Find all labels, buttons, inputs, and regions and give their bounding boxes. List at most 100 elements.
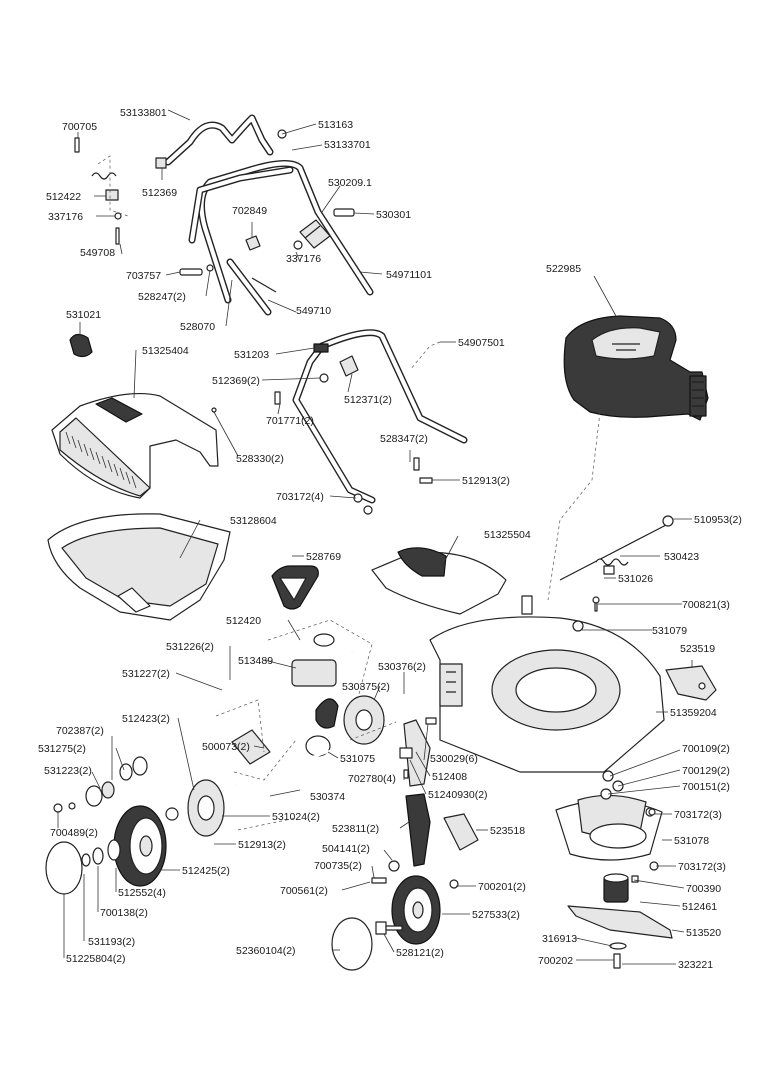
part-label: 703172(3) [678, 861, 726, 873]
part-label: 531275(2) [38, 743, 86, 755]
part-label: 504141(2) [322, 843, 370, 855]
part-label: 700138(2) [100, 907, 148, 919]
part-label: 700489(2) [50, 827, 98, 839]
part-label: 500073(2) [202, 741, 250, 753]
gearbox-axle [221, 633, 353, 786]
part-label: 523518 [490, 825, 525, 837]
part-label: 51359204 [670, 707, 717, 719]
top-hardware [74, 129, 355, 293]
part-label: 54907501 [458, 337, 505, 349]
lower-handle [274, 329, 468, 515]
part-label: 316913 [542, 933, 577, 945]
assembly-guides [97, 155, 601, 831]
part-label: 703172(3) [674, 809, 722, 821]
part-label: 53128604 [230, 515, 277, 527]
part-label: 512552(4) [118, 887, 166, 899]
part-label: 702780(4) [348, 773, 396, 785]
part-label: 54971101 [386, 269, 432, 281]
part-label: 512423(2) [122, 713, 170, 725]
part-label: 523519 [680, 643, 715, 655]
rear-bracket [665, 665, 717, 701]
part-label: 512408 [432, 771, 467, 783]
part-label: 51325404 [142, 345, 189, 357]
engine [563, 315, 709, 421]
part-label: 703757 [126, 270, 161, 282]
belt [271, 565, 319, 610]
part-label: 700705 [62, 121, 97, 133]
part-label: 513520 [686, 927, 721, 939]
part-label: 530029(6) [430, 753, 478, 765]
part-label: 531079 [652, 625, 687, 637]
small-hardware-right [371, 770, 656, 889]
part-label: 531026 [618, 573, 653, 585]
part-label: 701771(2) [266, 415, 314, 427]
part-label: 700109(2) [682, 743, 730, 755]
leader-lines [57, 109, 693, 965]
part-label: 700201(2) [478, 881, 526, 893]
front-wheel [375, 875, 441, 945]
part-label: 512371(2) [344, 394, 392, 406]
part-label: 337176 [48, 211, 83, 223]
part-label: 531021 [66, 309, 101, 321]
part-label: 528121(2) [396, 947, 444, 959]
part-label: 531075 [340, 753, 375, 765]
part-label: 703172(4) [276, 491, 324, 503]
part-label: 512369 [142, 187, 177, 199]
part-label: 512425(2) [182, 865, 230, 877]
part-label: 513489 [238, 655, 273, 667]
part-drawings [45, 114, 717, 971]
part-label: 528347(2) [380, 433, 428, 445]
part-label: 530301 [376, 209, 411, 221]
part-label: 510953(2) [694, 514, 742, 526]
part-label: 512422 [46, 191, 81, 203]
rear-wheel-left [81, 805, 167, 887]
part-label: 700561(2) [280, 885, 328, 897]
part-label: 513163 [318, 119, 353, 131]
part-label: 531223(2) [44, 765, 92, 777]
part-label: 512913(2) [462, 475, 510, 487]
rear-axle [559, 515, 674, 632]
part-label: 523811(2) [332, 823, 379, 835]
lever-531021 [69, 333, 93, 358]
grass-bag-top [51, 392, 219, 499]
part-label: 522985 [546, 263, 581, 275]
mower-deck [429, 595, 665, 773]
part-label: 337176 [286, 253, 321, 265]
part-label: 323221 [678, 959, 713, 971]
part-label: 549708 [80, 247, 115, 259]
part-label: 531227(2) [122, 668, 170, 680]
part-label: 528247(2) [138, 291, 186, 303]
cutter-cup [555, 794, 663, 871]
part-label: 512420 [226, 615, 261, 627]
blade [567, 873, 673, 969]
drive-gears [53, 695, 385, 837]
part-label: 53133701 [324, 139, 371, 151]
part-label: 52360104(2) [236, 945, 296, 957]
part-label: 531078 [674, 835, 709, 847]
part-labels: 53133801 513163 700705 53133701 512369 5… [38, 107, 742, 971]
part-label: 528330(2) [236, 453, 284, 465]
part-label: 512369(2) [212, 375, 260, 387]
part-label: 702387(2) [56, 725, 104, 737]
part-label: 51325504 [484, 529, 531, 541]
part-label: 527533(2) [472, 909, 520, 921]
part-label: 531203 [234, 349, 269, 361]
part-label: 528769 [306, 551, 341, 563]
part-label: 700202 [538, 955, 573, 967]
part-label: 528070 [180, 321, 215, 333]
part-label: 700735(2) [314, 860, 362, 872]
grass-bag [47, 513, 231, 621]
part-label: 549710 [296, 305, 331, 317]
part-label: 531024(2) [272, 811, 320, 823]
part-label: 51240930(2) [428, 789, 488, 801]
part-label: 530374 [310, 791, 345, 803]
rear-flap [371, 547, 507, 615]
part-label: 700151(2) [682, 781, 730, 793]
part-label: 512913(2) [238, 839, 286, 851]
part-label: 530423 [664, 551, 699, 563]
part-label: 530376(2) [378, 661, 426, 673]
part-label: 700129(2) [682, 765, 730, 777]
part-label: 53133801 [120, 107, 167, 119]
part-label: 530375(2) [342, 681, 390, 693]
part-label: 530209.1 [328, 177, 372, 189]
